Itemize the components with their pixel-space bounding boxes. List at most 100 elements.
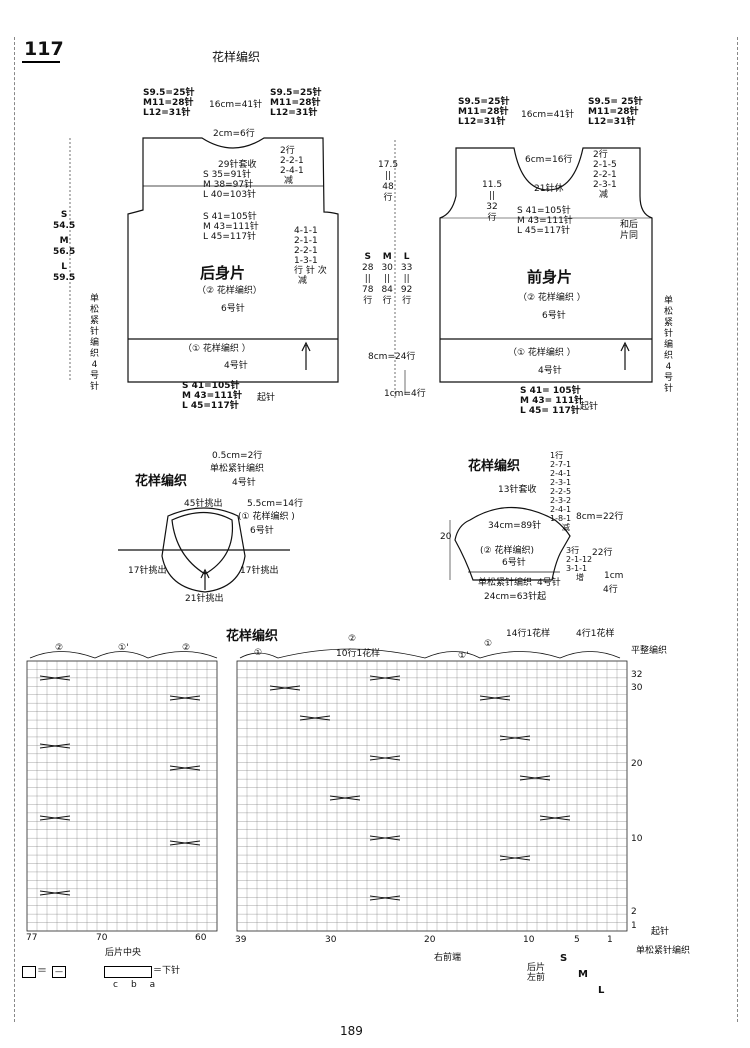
sleeve-side-height: 22行 bbox=[592, 548, 613, 558]
chart-front-edge: 右前端 bbox=[434, 953, 462, 963]
chart-right-mark-4: ①' bbox=[458, 651, 469, 661]
chart-right-mark-2: ② bbox=[348, 634, 357, 644]
chart-size-l: L bbox=[598, 985, 605, 996]
chart-row-2: 2 bbox=[631, 907, 637, 917]
collar-pick-up-45: 45针挑出 bbox=[184, 499, 223, 509]
chart-col-70: 70 bbox=[96, 933, 108, 943]
collar-pick-up-17b: 17针挑出 bbox=[240, 566, 279, 576]
collar-rib: 单松紧针编织 bbox=[210, 464, 265, 474]
chart-col-20: 20 bbox=[424, 935, 436, 945]
back-neck-depth: 2cm=6行 bbox=[213, 129, 255, 139]
collar-pattern: (① 花样编织 ) bbox=[238, 512, 295, 522]
front-hold: 21针休 bbox=[534, 184, 564, 194]
chart-front-side: 后片左前 bbox=[527, 963, 546, 983]
front-top-mid: 16cm=41针 bbox=[521, 110, 575, 120]
collar-title: 花样编织 bbox=[135, 474, 188, 489]
page-title: 花样编织 bbox=[212, 50, 261, 64]
chart-row-10: 10 bbox=[631, 834, 643, 844]
chart-repeat10: 10行1花样 bbox=[336, 649, 381, 659]
front-piece-outline bbox=[439, 147, 653, 383]
chart-row-30: 30 bbox=[631, 683, 643, 693]
sleeve-width: 34cm=89针 bbox=[488, 521, 542, 531]
sleeve-cap-height: 8cm=22行 bbox=[576, 512, 624, 522]
chart-size-s: S bbox=[560, 953, 568, 964]
chart-left-mark-3: ② bbox=[182, 643, 191, 653]
back-rib-pattern: （① 花样编织 ） bbox=[183, 344, 251, 354]
chart-left-mark-1: ② bbox=[55, 643, 64, 653]
chart-repeat14: 14行1花样 bbox=[506, 629, 551, 639]
collar-pick-up-21: 21针挑出 bbox=[185, 594, 224, 604]
back-top-mid: 16cm=41针 bbox=[209, 100, 263, 110]
center-hem-height: 1cm=4行 bbox=[384, 389, 426, 399]
sleeve-rib-rows: 4行 bbox=[603, 585, 618, 595]
chart-row-20: 20 bbox=[631, 759, 643, 769]
collar-needle4: 4号针 bbox=[232, 478, 256, 488]
chart-flat: 平整编织 bbox=[631, 646, 668, 656]
sleeve-needle: 6号针 bbox=[502, 558, 526, 568]
sleeve-rib-needle: 4号针 bbox=[537, 578, 561, 588]
front-needle: 6号针 bbox=[542, 311, 566, 321]
chart-col-1: 1 bbox=[607, 935, 613, 945]
collar-height: 5.5cm=14行 bbox=[247, 499, 304, 509]
back-piece-name: 后身片 bbox=[200, 264, 246, 282]
collar-pick-up-17a: 17针挑出 bbox=[128, 566, 167, 576]
sleeve-rib-height: 1cm bbox=[604, 571, 624, 581]
chart-col-5: 5 bbox=[574, 935, 580, 945]
center-rib-height: 8cm=24行 bbox=[368, 352, 416, 362]
chart-repeat4: 4行1花样 bbox=[576, 629, 615, 639]
legend-knit: ＝下针 bbox=[153, 966, 181, 976]
back-pattern: （② 花样编织） bbox=[197, 286, 262, 296]
sleeve-title: 花样编织 bbox=[468, 459, 521, 474]
front-pattern: （② 花样编织 ） bbox=[518, 293, 586, 303]
legend-cable-box bbox=[104, 966, 152, 978]
chart-rib: 单松紧针编织 bbox=[636, 946, 691, 956]
page-number-label: 117 bbox=[24, 38, 64, 60]
chart-right-mark-1: ① bbox=[254, 648, 263, 658]
legend-dash-box: — bbox=[52, 966, 66, 978]
sleeve-height-label: 20 bbox=[440, 532, 452, 542]
legend-equal: ＝ bbox=[37, 966, 47, 977]
back-needle: 6号针 bbox=[221, 304, 245, 314]
back-bind-off: 29针套收 bbox=[218, 160, 257, 170]
chart-col-39: 39 bbox=[235, 935, 247, 945]
chart-col-10: 10 bbox=[523, 935, 535, 945]
sleeve-rib: 单松紧针编织 bbox=[478, 578, 533, 588]
back-cast-on: 起针 bbox=[257, 393, 276, 403]
chart-row-32: 32 bbox=[631, 670, 643, 680]
front-rib-needle: 4号针 bbox=[538, 366, 562, 376]
front-same-as-back: 和后 片同 bbox=[620, 220, 639, 241]
header-underline bbox=[22, 61, 60, 63]
chart-col-60: 60 bbox=[195, 933, 207, 943]
collar-depth: 0.5cm=2行 bbox=[212, 451, 263, 461]
front-piece-name: 前身片 bbox=[527, 268, 573, 286]
sleeve-bind-off: 13针套收 bbox=[498, 485, 537, 495]
chart-size-m: M bbox=[578, 969, 588, 980]
legend-empty-box bbox=[22, 966, 36, 978]
chart-right-mark-3: ① bbox=[484, 639, 493, 649]
chart-left-mark-2: ①' bbox=[118, 643, 129, 653]
front-cast-on: 起针 bbox=[580, 402, 599, 412]
collar-needle6: 6号针 bbox=[250, 526, 274, 536]
front-neck-width: 6cm=16行 bbox=[525, 155, 573, 165]
front-rib-pattern: （① 花样编织 ） bbox=[508, 348, 576, 358]
page-border bbox=[14, 37, 738, 1022]
sleeve-cast-on: 24cm=63针起 bbox=[484, 592, 547, 602]
